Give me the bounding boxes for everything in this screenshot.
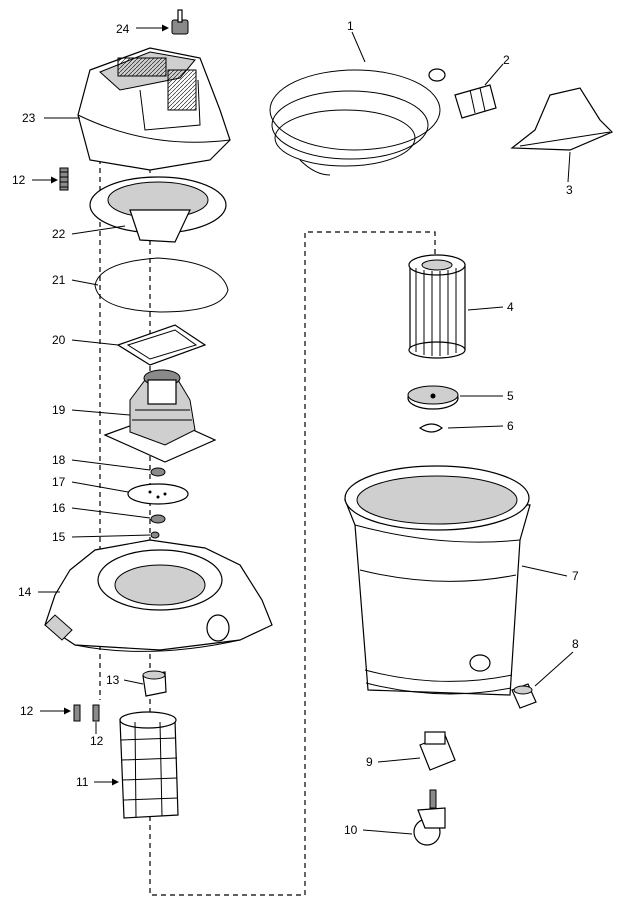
leader-lines (32, 24, 574, 835)
part-19-motor (103, 369, 217, 463)
callout-5: 5 (507, 389, 514, 403)
part-13-cap (142, 670, 167, 697)
callout-8: 8 (572, 637, 579, 651)
callout-3: 3 (566, 183, 573, 197)
callout-21: 21 (52, 273, 66, 287)
callout-labels: 24 23 12 22 21 20 19 18 17 16 15 14 13 1… (12, 19, 579, 837)
callout-10: 10 (344, 823, 358, 837)
part-22-plate (89, 176, 227, 243)
callout-2: 2 (503, 53, 510, 67)
part-20-square-gasket (116, 324, 207, 366)
part-6-clip (418, 423, 443, 433)
callout-15: 15 (52, 530, 66, 544)
part-8-drain-plug (511, 683, 537, 709)
part-12-screws-bottom (73, 704, 100, 722)
callout-19: 19 (52, 403, 66, 417)
part-14-lid (44, 539, 273, 652)
callout-1: 1 (347, 19, 354, 33)
callout-24: 24 (116, 22, 130, 36)
part-12-screw-top (59, 167, 69, 191)
callout-9: 9 (366, 755, 373, 769)
callout-20: 20 (52, 333, 66, 347)
part-16-washer (150, 514, 166, 524)
callout-13: 13 (106, 673, 120, 687)
part-4-filter (408, 254, 466, 359)
part-1-hose (269, 68, 446, 176)
part-3-floor-nozzle (510, 87, 614, 151)
callout-7: 7 (572, 569, 579, 583)
part-11-float-cage (119, 711, 179, 819)
callout-14: 14 (18, 585, 32, 599)
part-18-nut (150, 467, 166, 477)
part-10-caster (413, 789, 446, 846)
callout-22: 22 (52, 227, 66, 241)
part-21-gasket (94, 257, 229, 313)
part-5-filter-cap (407, 385, 459, 410)
assembly-guide-lines (99, 150, 436, 896)
callout-11: 11 (76, 775, 89, 789)
callout-18: 18 (52, 453, 66, 467)
callout-16: 16 (52, 501, 66, 515)
part-7-tank (344, 465, 531, 696)
callout-17: 17 (52, 475, 66, 489)
part-23-motor-cover (77, 47, 231, 171)
callout-23: 23 (22, 111, 36, 125)
part-17-fan (127, 483, 189, 505)
part-2-connector (454, 84, 497, 119)
part-9-caster-mount (419, 731, 456, 771)
callout-12-bottom: 12 (90, 734, 104, 748)
part-15-spacer (150, 531, 160, 539)
callout-12-top: 12 (12, 173, 26, 187)
callout-6: 6 (507, 419, 514, 433)
callout-4: 4 (507, 300, 514, 314)
part-24-switch (171, 9, 189, 35)
callout-12-left: 12 (20, 704, 34, 718)
